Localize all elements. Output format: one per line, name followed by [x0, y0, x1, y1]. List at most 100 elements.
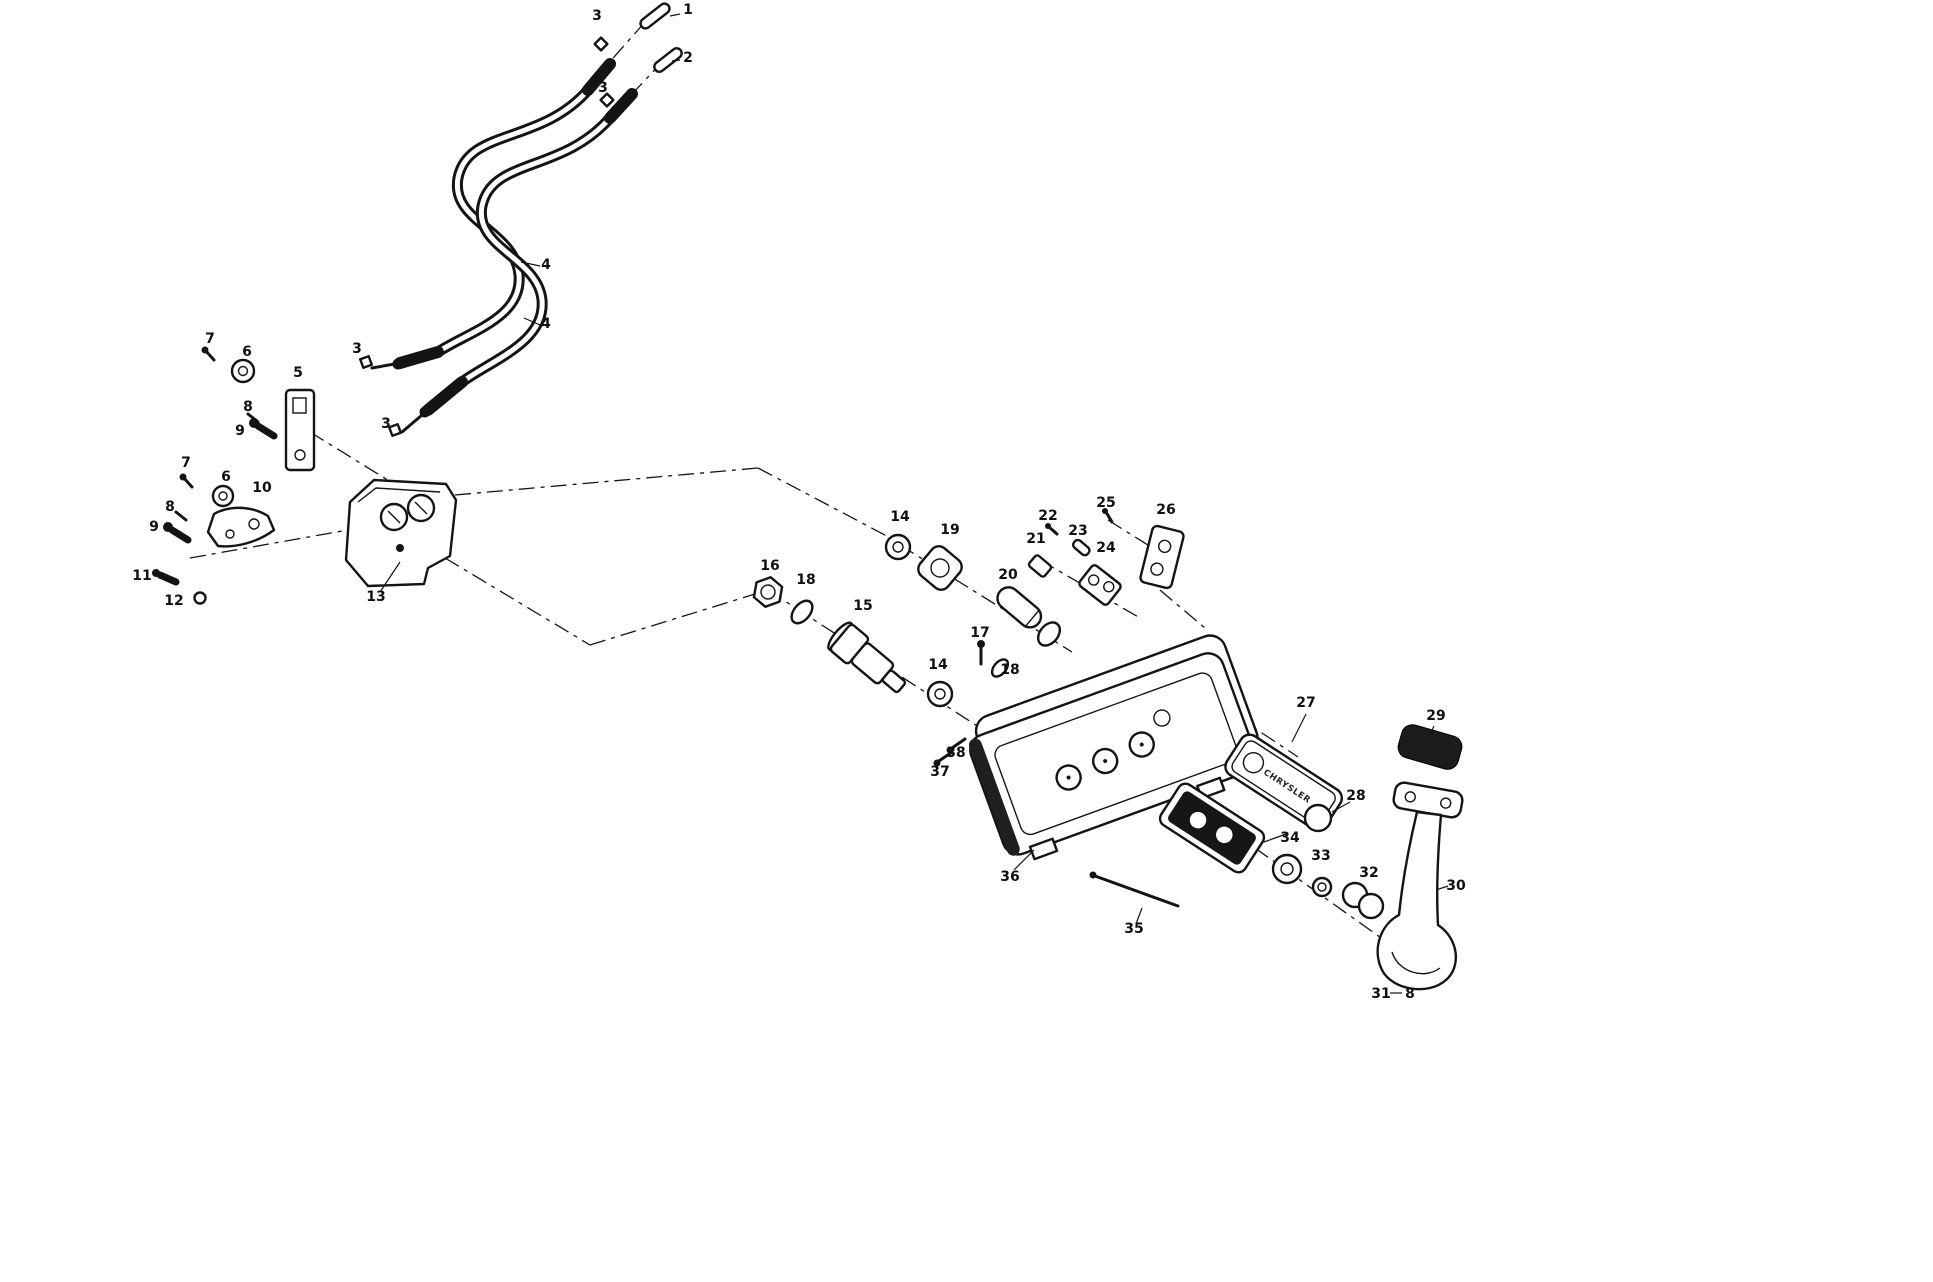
callout-label-11: 11	[132, 568, 151, 584]
plate-bolt	[396, 544, 404, 552]
cable-clamp-lever	[206, 506, 276, 548]
axis-line	[1254, 847, 1399, 951]
callout-label-27: 27	[1296, 695, 1315, 711]
washer	[1311, 876, 1333, 898]
callout-label-13: 13	[366, 589, 385, 605]
callout-label-26: 26	[1156, 502, 1175, 518]
washer-hole	[237, 365, 249, 377]
callout-label-35: 35	[1124, 921, 1143, 937]
cable-end-ferrule	[394, 346, 444, 369]
trim-ring	[1303, 803, 1333, 833]
callout-label-18: 18	[796, 572, 815, 588]
housing-face	[994, 672, 1239, 836]
callout-label-38: 38	[946, 745, 965, 761]
callout-label-3: 3	[592, 8, 602, 24]
face-plate-hole	[1214, 825, 1235, 845]
callout-label-31: 31	[1371, 986, 1390, 1002]
washer	[230, 358, 256, 384]
callout-label-6: 6	[242, 344, 252, 360]
callout-label-4: 4	[541, 257, 551, 273]
anchor-plate-slot	[292, 397, 307, 414]
axis-line	[444, 557, 591, 646]
switch-face-plate	[1158, 782, 1266, 874]
callout-label-14: 14	[928, 657, 948, 673]
washer	[211, 484, 235, 508]
callout-label-5: 5	[293, 365, 303, 381]
bolt	[249, 418, 278, 440]
screw	[201, 346, 216, 362]
callout-label-37: 37	[930, 764, 949, 780]
face-plate-hole	[1188, 810, 1208, 830]
callout-label-23: 23	[1068, 523, 1087, 539]
axis-line	[757, 467, 899, 543]
interlock-bracket	[1078, 564, 1122, 606]
callout-label-20: 20	[998, 567, 1018, 583]
bracket-bolt-hole	[1440, 797, 1452, 809]
callout-label-18: 18	[1000, 662, 1019, 678]
bracket-bolt-hole	[1404, 791, 1416, 803]
callout-label-21: 21	[1026, 531, 1045, 547]
callout-label-3: 3	[598, 80, 608, 96]
flanged-bushing	[884, 533, 912, 561]
screw	[152, 569, 180, 586]
handle-grip-pad	[1397, 724, 1463, 770]
housing-mount-tab	[1028, 837, 1059, 861]
cable-nut	[599, 92, 615, 108]
callout-label-22: 22	[1038, 508, 1057, 524]
callout-label-7: 7	[205, 331, 215, 347]
callout-label-30: 30	[1446, 878, 1466, 894]
lever-hole	[248, 518, 260, 530]
sleeve	[1027, 554, 1053, 578]
cable-end-ferrule	[422, 376, 468, 416]
cable-connector-body	[827, 621, 907, 694]
callout-label-7: 7	[181, 455, 191, 471]
callout-label-8: 8	[165, 499, 175, 515]
callout-label-3: 3	[352, 341, 362, 357]
callout-label-4: 4	[541, 316, 551, 332]
cable-connector-2	[653, 47, 683, 73]
axis-line	[189, 529, 349, 559]
spring	[1071, 538, 1091, 557]
callout-label-9: 9	[235, 423, 245, 439]
cable-mounting-plate	[344, 478, 458, 588]
screw	[179, 473, 194, 489]
washer	[790, 599, 814, 625]
control-knob	[1271, 853, 1303, 885]
screw	[1045, 523, 1059, 536]
callout-label-19: 19	[940, 522, 959, 538]
callout-label-3: 3	[381, 416, 391, 432]
cable-end-ferrule	[582, 58, 616, 96]
control-handle-assembly	[1376, 724, 1464, 991]
cable-anchor-plate	[284, 388, 316, 472]
callout-label-8: 8	[1405, 986, 1415, 1002]
mounting-bracket	[1139, 524, 1185, 590]
screw	[946, 737, 967, 754]
remote-control-cables	[359, 2, 683, 437]
callout-label-34: 34	[1280, 830, 1300, 846]
callout-label-6: 6	[221, 469, 231, 485]
pivot-pin	[1089, 871, 1180, 908]
cable-retainer-clamp	[917, 545, 963, 591]
housing-end-shading	[968, 738, 1020, 856]
end-cap	[1036, 621, 1062, 647]
hex-nut	[752, 576, 784, 608]
spacer-cylinder	[996, 586, 1043, 629]
callout-label-36: 36	[1000, 869, 1019, 885]
callout-label-28: 28	[1346, 788, 1365, 804]
cable-attachment-hardware	[752, 508, 1185, 767]
flanged-bushing	[926, 680, 954, 708]
callout-label-10: 10	[252, 480, 272, 496]
callout-label-24: 24	[1096, 540, 1116, 556]
callout-label-9: 9	[149, 519, 159, 535]
callout-label-1: 1	[683, 2, 693, 18]
axis-line	[454, 467, 759, 496]
shift-cable-core	[422, 115, 613, 415]
shift-cable	[419, 112, 616, 418]
callout-label-17: 17	[970, 625, 989, 641]
name-plate-emblem	[1242, 751, 1265, 774]
callout-leader-lines	[379, 13, 1449, 994]
screw	[977, 640, 985, 666]
cable-nut	[359, 355, 373, 369]
housing-small-hole	[1153, 709, 1171, 727]
